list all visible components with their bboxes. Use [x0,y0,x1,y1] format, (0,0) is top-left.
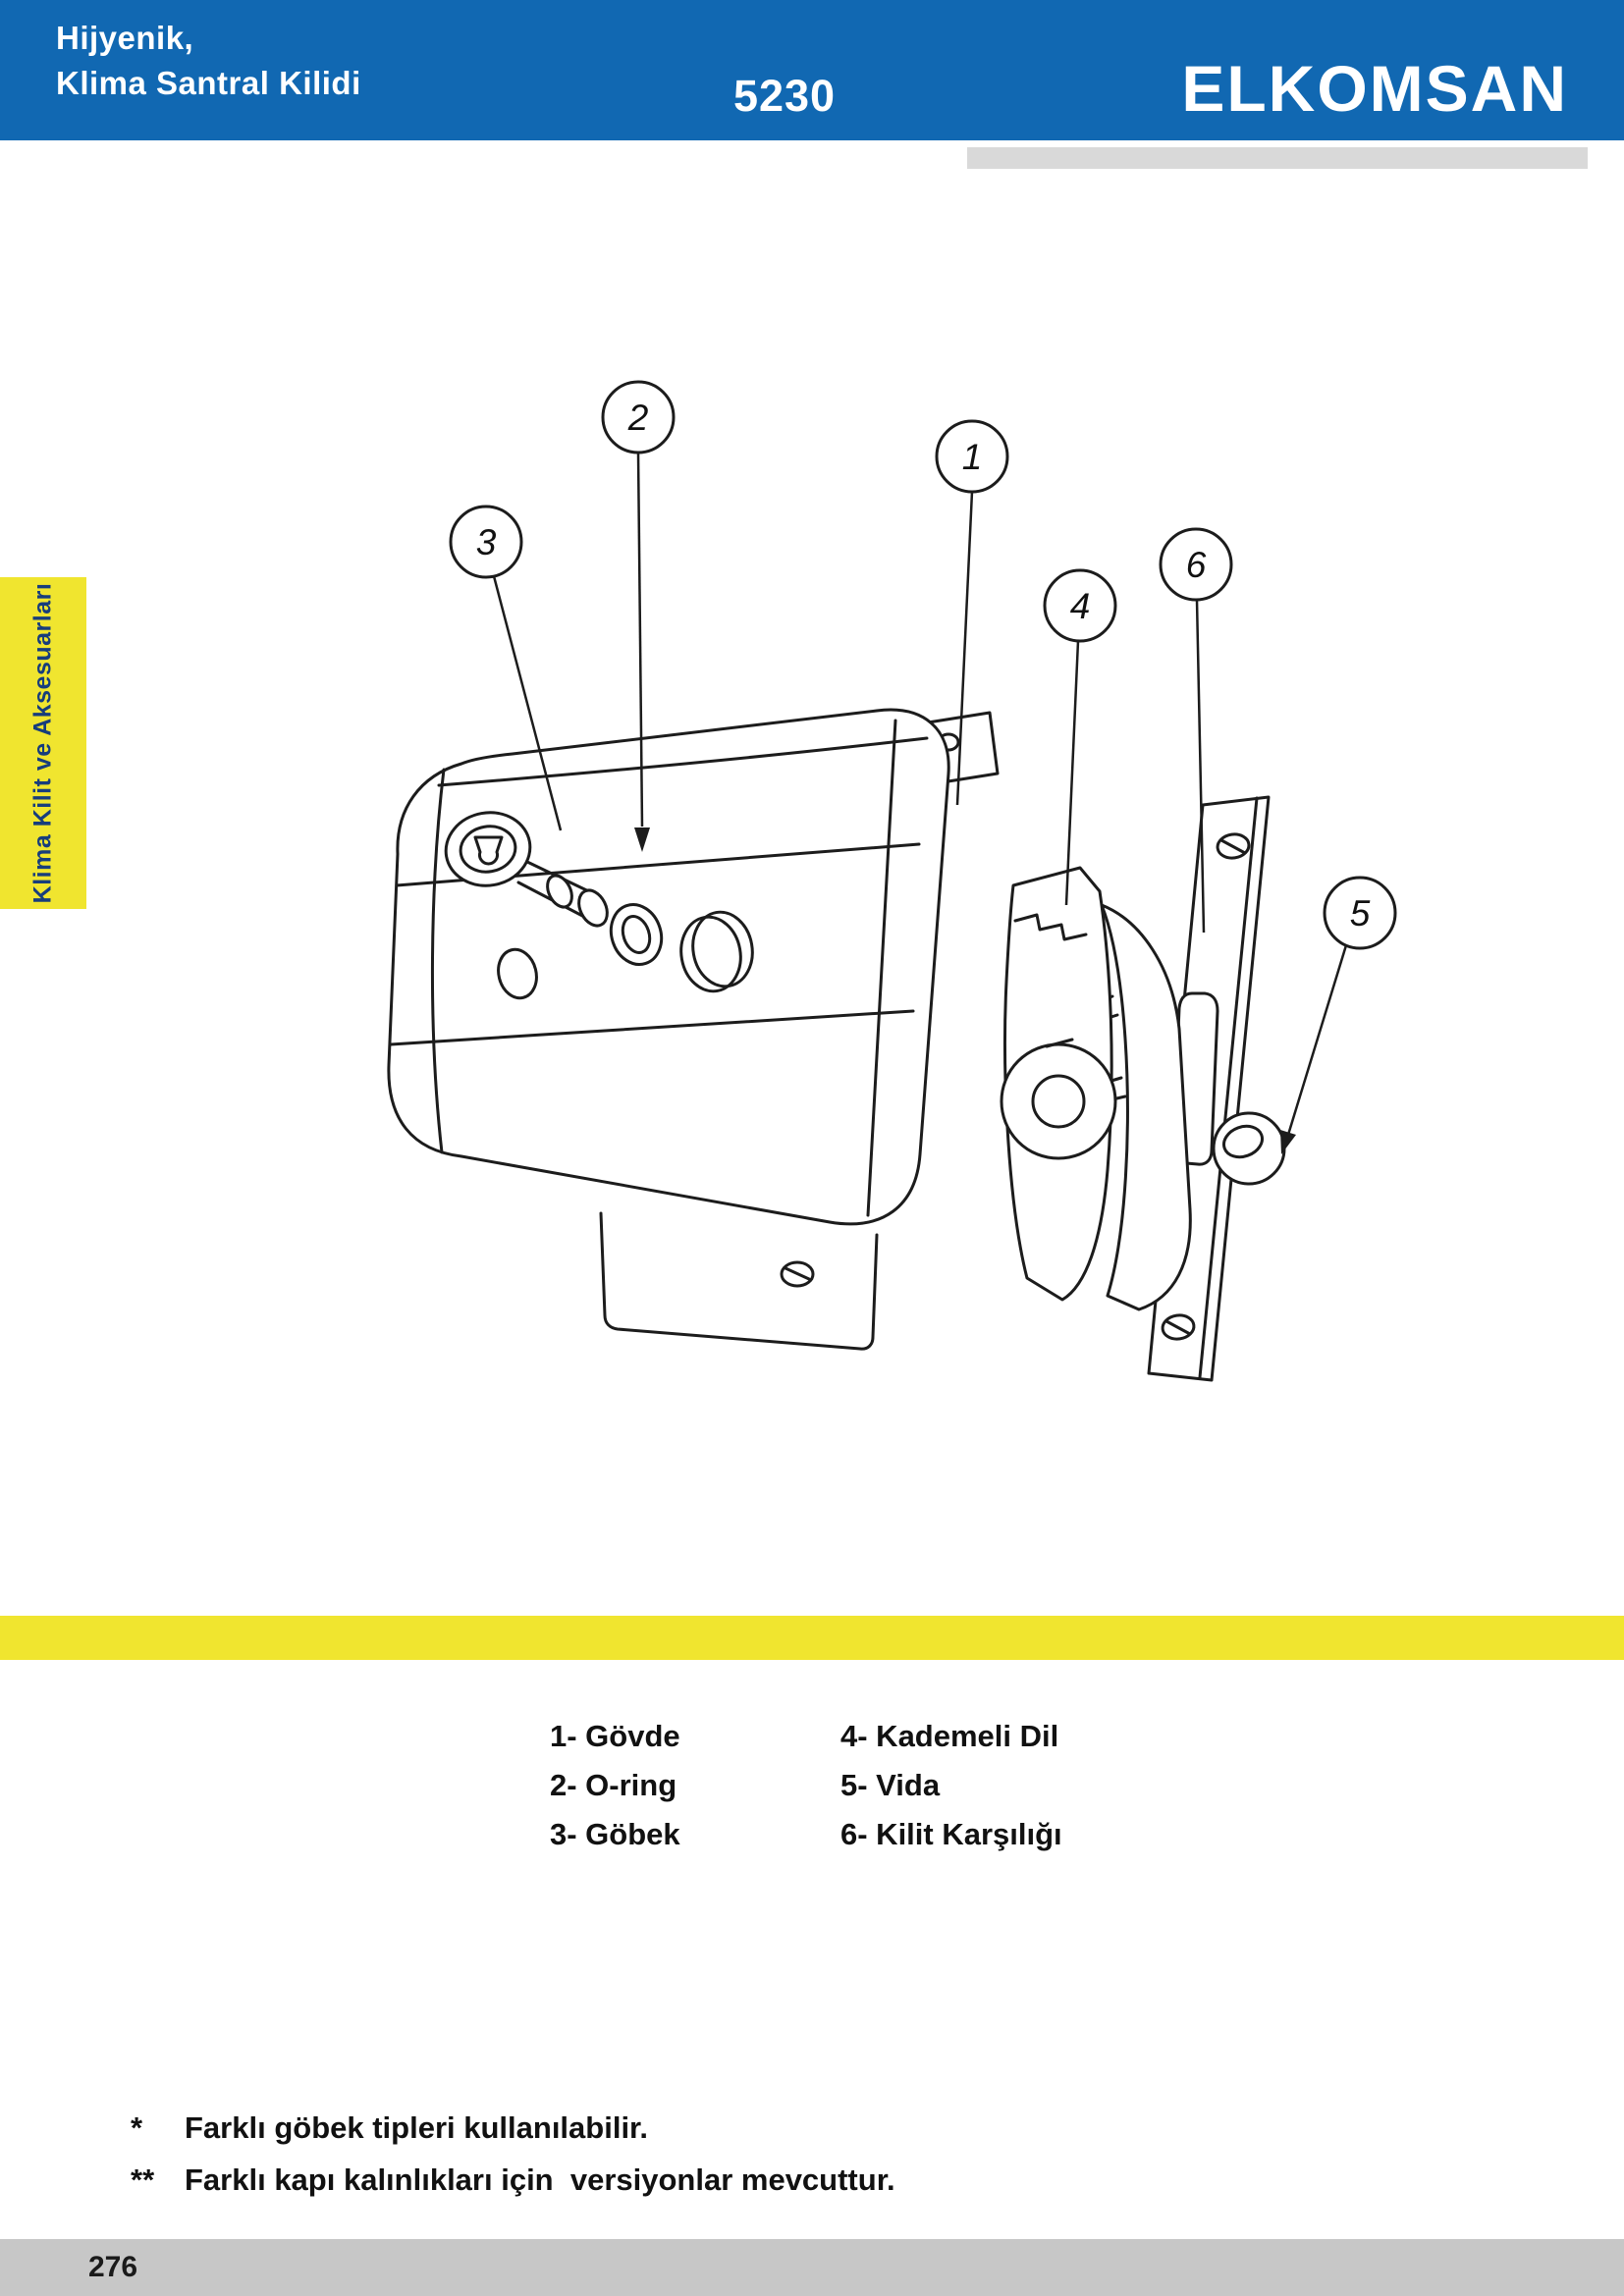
stepped-tongue-drawing [1000,866,1117,1302]
part-item: 6- Kilit Karşılığı [840,1817,1062,1851]
o-ring-drawing [609,903,664,966]
footnote: ** Farklı kapı kalınlıkları için versiyo… [131,2163,895,2198]
parts-list-column-2: 4- Kademeli Dil 5- Vida 6- Kilit Karşılı… [840,1720,1062,1851]
callout-number-6: 6 [1186,545,1207,585]
mounting-bracket-drawing [599,1211,879,1351]
part-item: 2- O-ring [550,1768,677,1802]
part-item: 5- Vida [840,1768,941,1802]
parts-list: 1- Gövde 2- O-ring 3- Göbek 4- Kademeli … [550,1720,1062,1851]
callout-circle-2 [601,380,676,454]
page-title-line1: Hijyenik, [56,20,194,56]
callout-numbers: 1 2 3 4 5 6 [476,398,1371,934]
body-holes-drawing [497,910,754,1000]
callout-circle-3 [449,505,523,579]
callout-number-5: 5 [1350,893,1371,934]
brand-logo: ELKOMSAN [1181,52,1568,125]
callout-circle-4 [1043,568,1117,643]
callout-number-3: 3 [476,522,497,562]
part-item: 4- Kademeli Dil [840,1719,1059,1753]
callout-circles [449,380,1397,950]
leader-lines [492,452,1348,1136]
page-title: Hijyenik, Klima Santral Kilidi [56,16,361,105]
page-title-line2: Klima Santral Kilidi [56,64,361,101]
page-number: 276 [88,2251,138,2283]
footnote-text: Farklı göbek tipleri kullanılabilir. [185,2110,649,2145]
page-footer: 276 [0,2239,1624,2296]
parts-list-column-1: 1- Gövde 2- O-ring 3- Göbek [550,1720,840,1851]
cylinder-drawing [444,811,609,928]
callout-number-2: 2 [627,398,649,438]
leader-arrowheads [634,828,1296,1154]
callout-number-1: 1 [962,437,983,477]
product-code: 5230 [732,71,837,121]
footnotes: * Farklı göbek tipleri kullanılabilir. *… [131,2110,895,2215]
page-header: Hijyenik, Klima Santral Kilidi 5230 ELKO… [0,0,1624,140]
footnote-marker: ** [131,2163,155,2197]
part-item: 3- Göbek [550,1817,680,1851]
callout-circle-6 [1159,527,1233,602]
screw-drawing [1212,1111,1286,1186]
callout-circle-5 [1323,876,1397,950]
callout-number-4: 4 [1070,586,1091,626]
footnote-text: Farklı kapı kalınlıkları için versiyonla… [185,2163,895,2197]
footnote: * Farklı göbek tipleri kullanılabilir. [131,2110,895,2146]
section-side-tab: Klima Kilit ve Aksesuarları [0,577,86,909]
lock-body-drawing [387,708,950,1226]
footnote-marker: * [131,2110,143,2145]
header-shadow-strip [967,147,1588,169]
callout-circle-1 [935,419,1009,494]
yellow-separator-band [0,1616,1624,1660]
part-item: 1- Gövde [550,1719,680,1753]
